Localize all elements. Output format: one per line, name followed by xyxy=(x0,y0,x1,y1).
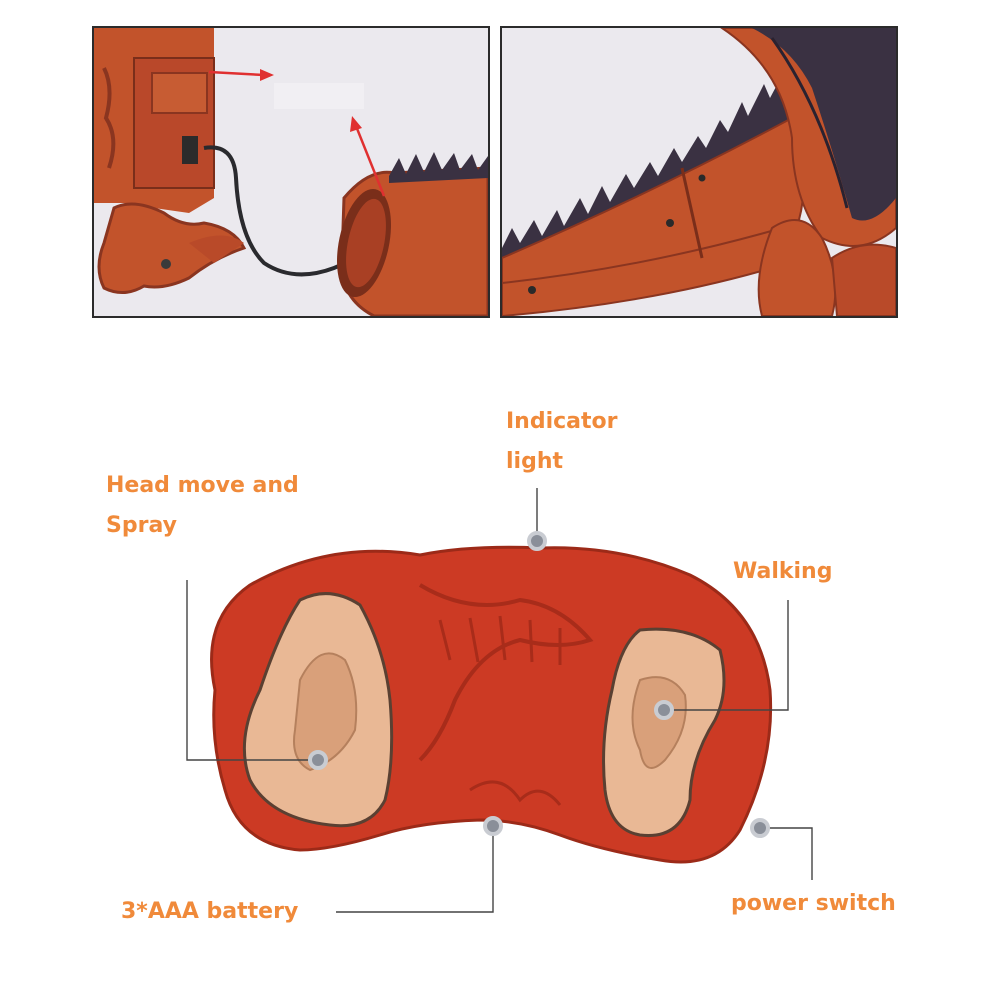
photo-head-cable xyxy=(92,26,490,318)
power-switch-marker xyxy=(750,818,770,838)
indicator-light-marker xyxy=(527,531,547,551)
battery-marker xyxy=(483,816,503,836)
photo-tail-illustration xyxy=(502,28,896,316)
indicator-light-label-line1: Indicator xyxy=(506,409,618,434)
power-switch-label: power switch xyxy=(731,891,896,916)
battery-label: 3*AAA battery xyxy=(121,899,299,924)
head-move-marker xyxy=(308,750,328,770)
indicator-light-label: Indicator light xyxy=(506,402,618,482)
head-move-label-line1: Head move and xyxy=(106,473,299,498)
walking-marker xyxy=(654,700,674,720)
photo-head-cable-illustration xyxy=(94,28,488,316)
indicator-light-label-line2: light xyxy=(506,449,564,474)
photo-tail xyxy=(500,26,898,318)
walking-label: Walking xyxy=(733,559,833,584)
head-move-label: Head move and Spray xyxy=(106,466,299,546)
head-move-label-line2: Spray xyxy=(106,513,177,538)
